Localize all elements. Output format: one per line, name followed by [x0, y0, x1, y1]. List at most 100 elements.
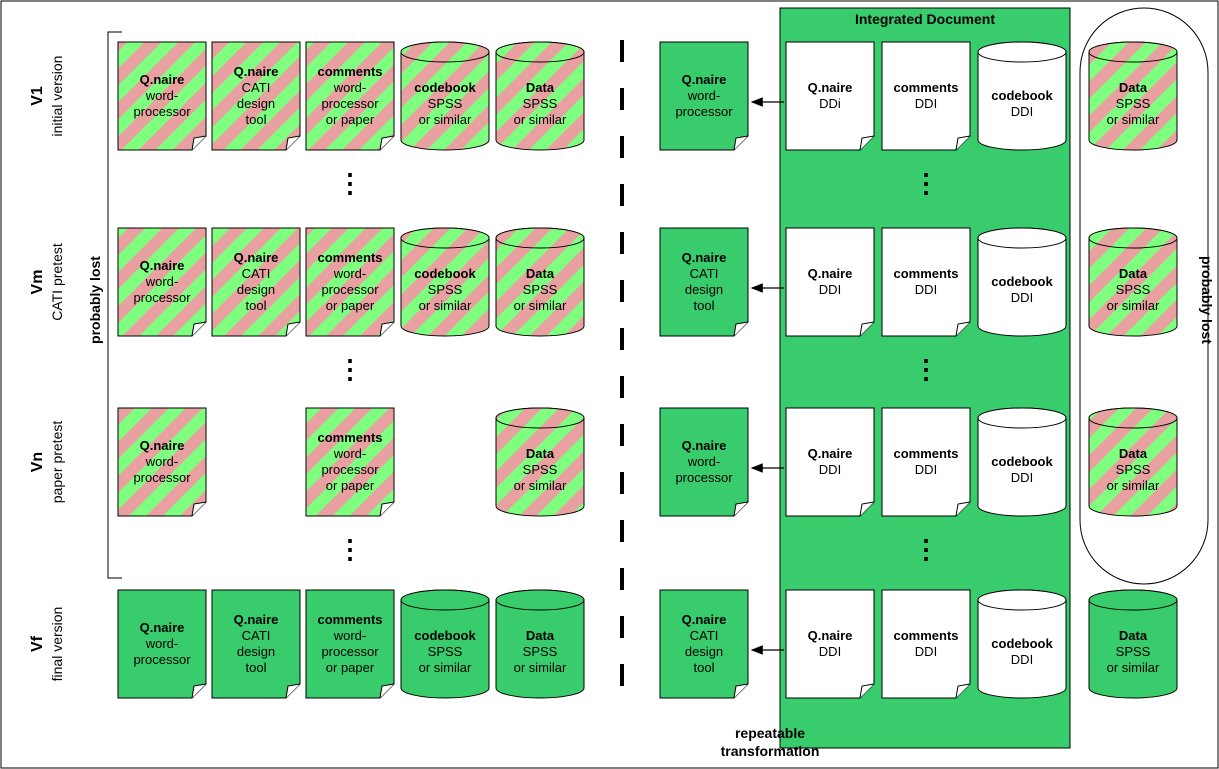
- ddi-qnaire-vf-fold: [859, 683, 875, 699]
- source-comments-vn-line: processor: [321, 462, 379, 477]
- source-codebook-vm-line: or similar: [419, 298, 472, 313]
- ellipsis-left-v1: ⋮: [337, 168, 363, 198]
- row-code-v1: V1: [29, 86, 46, 106]
- ddi-qnaire-v1-line: DDi: [819, 96, 841, 111]
- source-comments-vn-line: or paper: [326, 478, 375, 493]
- ellipsis-ddi-vm: ⋮: [913, 354, 939, 384]
- generated-output-vm-line: CATI: [690, 266, 719, 281]
- source-qnaire-vn-line: word-: [145, 454, 179, 469]
- source-comments-vf-line: or paper: [326, 660, 375, 675]
- probably-lost-capsule: [1079, 7, 1209, 585]
- source-comments-vf-fold: [379, 683, 395, 699]
- source-comments-vm-line: word-: [333, 266, 367, 281]
- generated-output-vm-line: Q.naire: [682, 250, 727, 265]
- source-comments-vm-fold: [379, 321, 395, 337]
- source-qnaire-vn-fold: [191, 501, 207, 517]
- source-cati-vf-line: CATI: [242, 628, 271, 643]
- source-codebook-vf-line: or similar: [419, 660, 472, 675]
- source-comments-v1-line: word-: [333, 80, 367, 95]
- source-comments-vm-line: comments: [317, 250, 382, 265]
- source-codebook-vf-top: [400, 589, 490, 611]
- source-qnaire-v1-line: word-: [145, 88, 179, 103]
- row-code-vf: Vf: [29, 635, 46, 652]
- ddi-codebook-vf-line: DDI: [1011, 652, 1033, 667]
- archive-data-v1-line: or similar: [1107, 112, 1160, 127]
- source-cati-vf-line: design: [237, 644, 275, 659]
- generated-output-vf-line: CATI: [690, 628, 719, 643]
- generated-output-v1-line: word-: [687, 88, 721, 103]
- source-comments-v1-line: comments: [317, 64, 382, 79]
- archive-data-vn-line: Data: [1119, 446, 1148, 461]
- source-data-vm-line: Data: [526, 266, 555, 281]
- source-codebook-v1-line: codebook: [414, 80, 476, 95]
- generated-output-vf-line: design: [685, 644, 723, 659]
- source-qnaire-vf-line: processor: [133, 652, 191, 667]
- source-qnaire-vf-line: Q.naire: [140, 620, 185, 635]
- ddi-codebook-vn-line: DDI: [1011, 470, 1033, 485]
- source-data-vn-line: or similar: [514, 478, 567, 493]
- ellipsis-left-vm: ⋮: [337, 354, 363, 384]
- ellipsis-ddi-vn: ⋮: [913, 534, 939, 564]
- ddi-codebook-vn-top: [977, 407, 1067, 429]
- transformation-label: repeatable: [735, 725, 805, 741]
- row-stage-vf: final version: [49, 607, 65, 682]
- source-comments-v1-line: or paper: [326, 112, 375, 127]
- generated-output-vn-line: processor: [675, 470, 733, 485]
- ddi-comments-vf-line: comments: [893, 628, 958, 643]
- archive-data-vm-line: or similar: [1107, 298, 1160, 313]
- ddi-qnaire-vn-line: Q.naire: [808, 446, 853, 461]
- source-comments-vn-line: word-: [333, 446, 367, 461]
- source-cati-v1-line: tool: [246, 112, 267, 127]
- archive-data-vf-line: Data: [1119, 628, 1148, 643]
- source-cati-vf-line: Q.naire: [234, 612, 279, 627]
- source-qnaire-vn-line: Q.naire: [140, 438, 185, 453]
- ddi-comments-v1-line: DDI: [915, 96, 937, 111]
- source-data-vm-line: or similar: [514, 298, 567, 313]
- generated-output-vf-fold: [733, 683, 749, 699]
- ddi-codebook-vm-line: codebook: [991, 274, 1053, 289]
- source-qnaire-vm-line: Q.naire: [140, 258, 185, 273]
- source-cati-vm-fold: [285, 321, 301, 337]
- archive-data-vf-line: SPSS: [1116, 644, 1151, 659]
- ddi-qnaire-vn-fold: [859, 501, 875, 517]
- source-qnaire-vm-fold: [191, 321, 207, 337]
- source-data-v1-top: [495, 41, 585, 63]
- row-stage-vm: CATI pretest: [49, 243, 65, 321]
- source-codebook-vf-line: SPSS: [428, 644, 463, 659]
- generated-output-vn-line: word-: [687, 454, 721, 469]
- ddi-qnaire-vm-fold: [859, 321, 875, 337]
- row-code-vm: Vm: [29, 270, 46, 295]
- source-data-v1-line: or similar: [514, 112, 567, 127]
- source-comments-vf-line: processor: [321, 644, 379, 659]
- ddi-comments-vf-fold: [955, 683, 971, 699]
- generated-output-vn-fold: [733, 501, 749, 517]
- ellipsis-left-vn: ⋮: [337, 534, 363, 564]
- row-stage-vn: paper pretest: [49, 421, 65, 504]
- source-qnaire-vf-fold: [191, 683, 207, 699]
- source-comments-vm-line: or paper: [326, 298, 375, 313]
- archive-data-vf-line: or similar: [1107, 660, 1160, 675]
- archive-data-v1-line: SPSS: [1116, 96, 1151, 111]
- generated-output-vf-line: Q.naire: [682, 612, 727, 627]
- ddi-comments-vm-line: DDI: [915, 282, 937, 297]
- source-qnaire-vm-line: word-: [145, 274, 179, 289]
- source-cati-vm-line: CATI: [242, 266, 271, 281]
- source-data-vn-line: Data: [526, 446, 555, 461]
- source-cati-vf-line: tool: [246, 660, 267, 675]
- generated-output-v1-line: Q.naire: [682, 72, 727, 87]
- ddi-qnaire-vm-line: Q.naire: [808, 266, 853, 281]
- ddi-codebook-v1-line: codebook: [991, 88, 1053, 103]
- ddi-codebook-v1-top: [977, 41, 1067, 63]
- generated-output-vm-line: tool: [694, 298, 715, 313]
- generated-output-vn-line: Q.naire: [682, 438, 727, 453]
- generated-output-v1-fold: [733, 135, 749, 151]
- source-comments-vn-line: comments: [317, 430, 382, 445]
- source-codebook-vm-line: SPSS: [428, 282, 463, 297]
- source-codebook-v1-top: [400, 41, 490, 63]
- ddi-codebook-vf-top: [977, 589, 1067, 611]
- archive-data-v1-line: Data: [1119, 80, 1148, 95]
- source-codebook-v1-line: or similar: [419, 112, 472, 127]
- source-cati-v1-fold: [285, 135, 301, 151]
